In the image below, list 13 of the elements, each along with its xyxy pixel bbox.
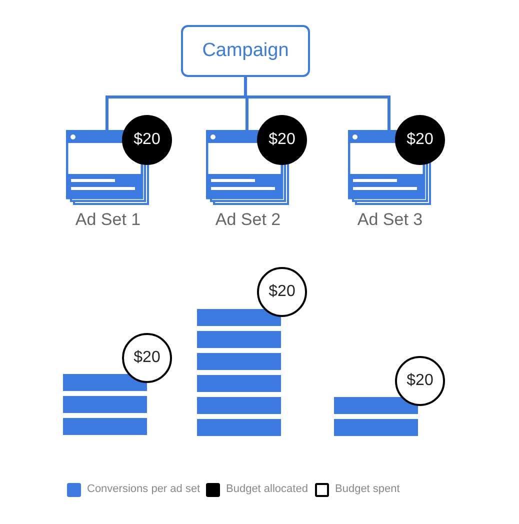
budget-allocated-badge: $20 (122, 115, 172, 165)
legend-label: Conversions per ad set (87, 483, 200, 495)
legend-label: Budget allocated (226, 483, 308, 495)
budget-spent-badge: $20 (122, 333, 172, 383)
budget-spent-badge: $20 (395, 356, 445, 406)
budget-allocated-badge: $20 (395, 115, 445, 165)
ad-set-label: Ad Set 3 (356, 210, 424, 230)
legend-label: Budget spent (335, 483, 400, 495)
ad-set-label: Ad Set 1 (74, 210, 142, 230)
budget-allocated-badge: $20 (257, 115, 307, 165)
ad-set-label: Ad Set 2 (214, 210, 282, 230)
budget-spent-badge: $20 (257, 267, 307, 317)
campaign-box: Campaign (181, 25, 310, 77)
